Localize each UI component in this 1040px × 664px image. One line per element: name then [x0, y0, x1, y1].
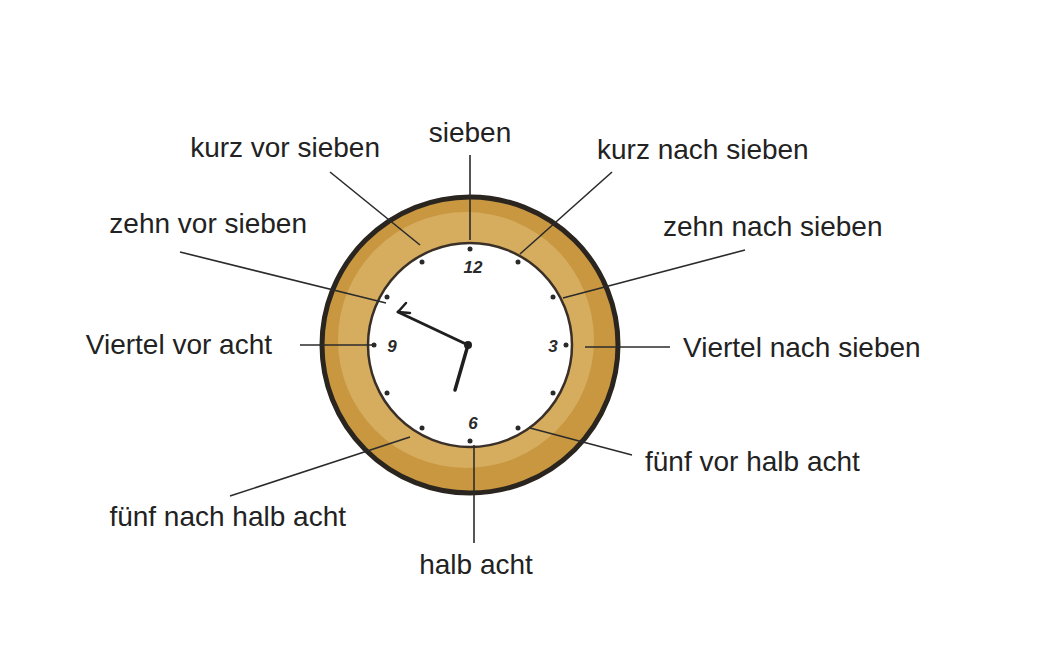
minute-hand [398, 312, 468, 345]
clock-numeral: 12 [464, 259, 483, 278]
time-label: sieben [429, 118, 512, 149]
time-label: Viertel vor acht [86, 330, 272, 361]
clock-numeral: 6 [468, 415, 477, 434]
time-label: kurz nach sieben [597, 135, 809, 166]
leader-line [530, 428, 632, 455]
time-label: fünf vor halb acht [645, 447, 860, 478]
hand-pivot [464, 341, 472, 349]
leader-line [469, 155, 471, 240]
rim-highlight [338, 212, 594, 468]
hour-hand [455, 345, 468, 390]
clock-numeral: 9 [387, 338, 396, 357]
clock-hands [398, 303, 468, 390]
leader-line [585, 346, 670, 348]
time-label: zehn vor sieben [109, 209, 307, 240]
leader-line [563, 250, 745, 298]
leader-line [330, 172, 420, 245]
clock-face [368, 243, 572, 447]
leader-line [520, 172, 612, 254]
leader-line [230, 437, 410, 496]
hour-dots [372, 247, 569, 444]
time-label: halb acht [419, 550, 533, 581]
minute-hand-tip [398, 303, 410, 313]
time-label: zehn nach sieben [663, 212, 883, 243]
leader-line [473, 445, 475, 543]
leader-line [300, 344, 376, 346]
time-label: kurz vor sieben [190, 133, 380, 164]
time-label: fünf nach halb acht [109, 502, 346, 533]
clock-numeral: 3 [548, 338, 557, 357]
leader-line [180, 252, 386, 303]
time-label: Viertel nach sieben [683, 333, 921, 364]
